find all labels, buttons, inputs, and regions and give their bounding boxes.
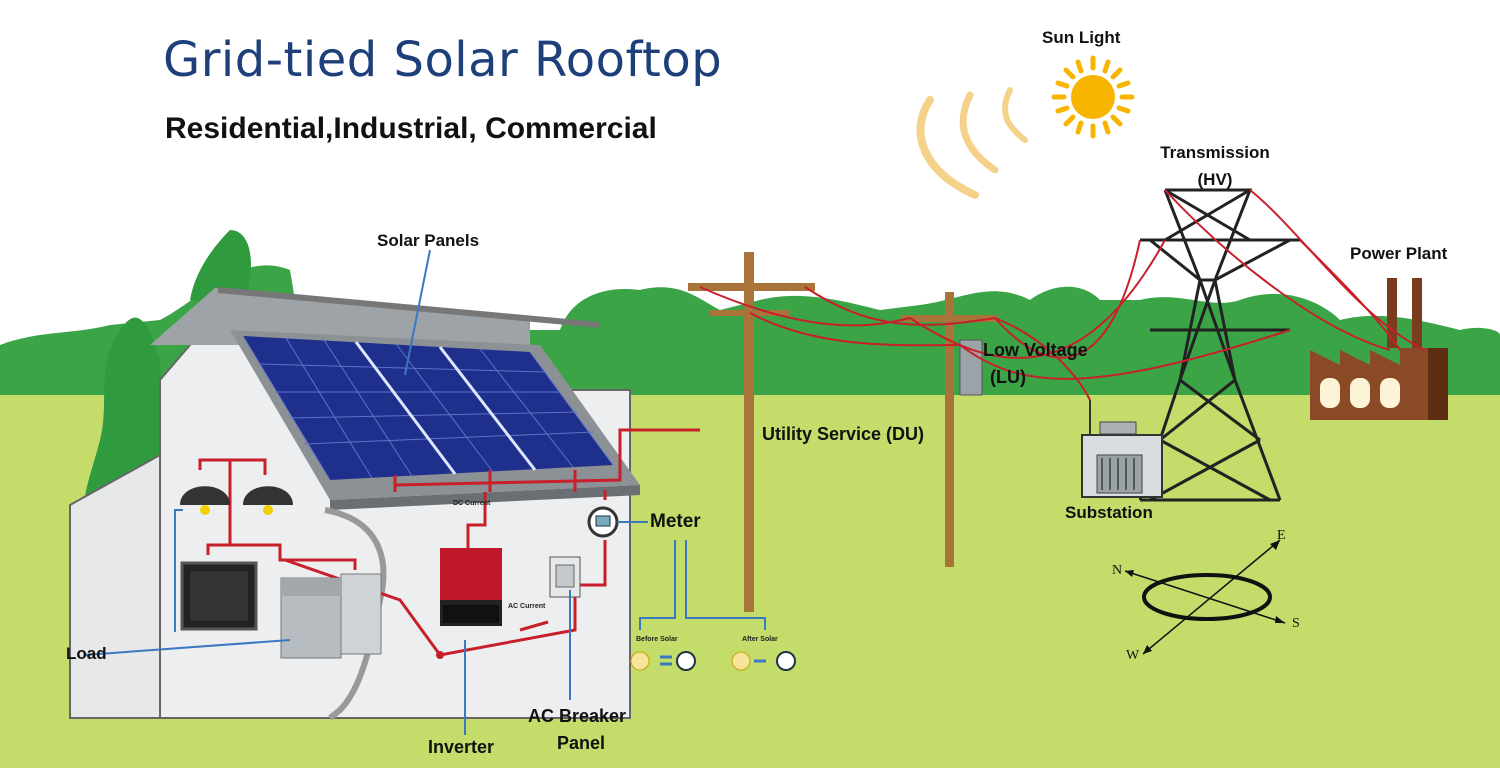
page-title: Grid-tied Solar Rooftop (163, 32, 723, 88)
label-hv: (HV) (1197, 170, 1233, 189)
meter-icon (587, 506, 619, 538)
label-ac-current: AC Current (508, 603, 546, 610)
ceiling-lamp-icon (180, 486, 293, 515)
leader-lines (84, 249, 766, 735)
after-solar-meter-icon (731, 651, 796, 671)
label-after-solar: After Solar (742, 636, 778, 643)
solar-panels-icon (242, 335, 614, 481)
before-solar-meter-icon (630, 651, 696, 671)
page-subtitle: Residential,Industrial, Commercial (165, 112, 657, 145)
label-lu: (LU) (990, 367, 1026, 387)
utility-pole-small (902, 292, 997, 567)
sun-icon (1051, 55, 1135, 139)
label-inverter: Inverter (428, 737, 495, 757)
label-solar-panels: Solar Panels (377, 231, 480, 250)
washer-dryer-icon (280, 573, 382, 659)
power-lines (699, 189, 1426, 401)
television-icon (180, 561, 258, 631)
label-before-solar: Before Solar (636, 636, 678, 643)
compass-label-n: N (1112, 563, 1123, 578)
label-load: Load (66, 644, 107, 663)
label-meter: Meter (650, 511, 701, 532)
label-sun-light: Sun Light (1042, 28, 1121, 47)
label-dc-current: DC Current (453, 500, 491, 507)
label-utility-service: Utility Service (DU) (762, 424, 925, 444)
inverter-icon (440, 548, 502, 626)
wire-junction (436, 651, 444, 659)
sun-ray-arc-1 (916, 96, 979, 199)
label-substation: Substation (1065, 503, 1153, 522)
compass-label-s: S (1292, 616, 1300, 631)
sun-ray-arc-2 (959, 91, 999, 174)
label-transmission: Transmission (1160, 143, 1270, 162)
label-low-voltage: Low Voltage (983, 340, 1088, 360)
label-panel: Panel (557, 733, 606, 753)
sun-ray-arc-3 (1002, 87, 1028, 143)
compass-label-w: W (1126, 648, 1140, 663)
substation-icon (1081, 400, 1163, 498)
compass-icon (1124, 539, 1286, 655)
ac-breaker-panel-icon (549, 556, 581, 598)
power-plant-icon (1310, 278, 1448, 420)
transmission-tower-icon (1138, 188, 1300, 502)
tree-behind-house (190, 230, 251, 305)
label-power-plant: Power Plant (1350, 244, 1448, 263)
label-ac-breaker: AC Breaker (528, 706, 627, 726)
compass-label-e: E (1277, 528, 1286, 543)
